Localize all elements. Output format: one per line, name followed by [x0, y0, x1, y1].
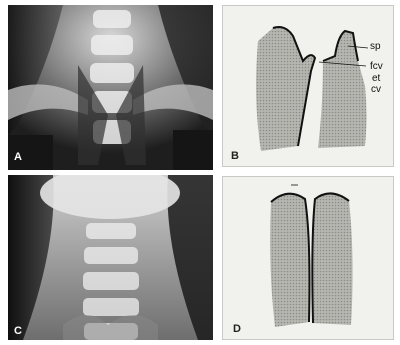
panel-letter-b: B [231, 150, 239, 162]
diagram-panel-d: D [222, 176, 394, 340]
label-et: et [372, 74, 380, 84]
label-sp: sp [370, 42, 381, 52]
diagram-d-left-lobe [270, 194, 309, 327]
panel-letter-d: D [233, 323, 241, 335]
diagram-panel-b: sp fcv et cv B [222, 5, 394, 167]
panel-letter-a: A [14, 151, 22, 163]
xray-image-a [8, 5, 213, 170]
diagram-b [223, 6, 394, 167]
diagram-d-right-lobe [312, 193, 352, 325]
diagram-b-left-lobe [256, 27, 315, 151]
label-fcv: fcv [370, 62, 383, 72]
xray-image-c [8, 175, 213, 340]
panel-letter-c: C [14, 325, 22, 337]
label-cv: cv [371, 85, 381, 95]
xray-panel-c: C [8, 175, 213, 340]
xray-panel-a: A [8, 5, 213, 170]
diagram-b-right-lobe [318, 31, 367, 148]
diagram-d [223, 177, 394, 340]
